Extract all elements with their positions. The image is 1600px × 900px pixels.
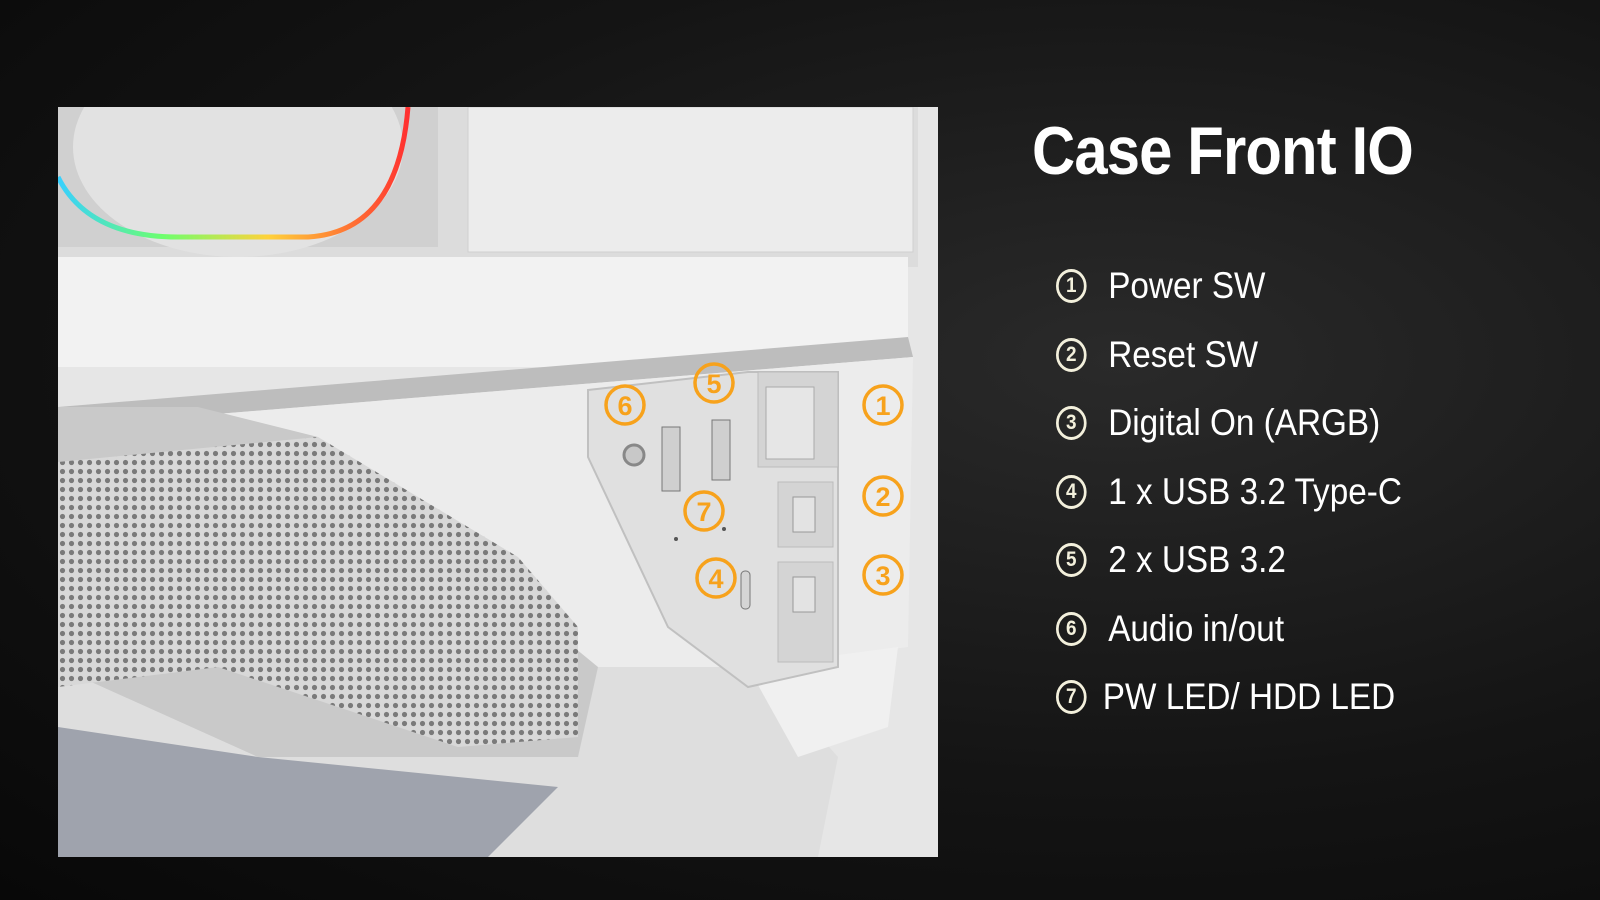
audio-jack [622, 443, 646, 467]
number-circle-icon: 6 [1056, 611, 1087, 646]
io-list: 1 Power SW 2 Reset SW 3 Digital On (ARGB) 4… [1056, 252, 1440, 732]
list-item: 1 Power SW [1056, 252, 1402, 321]
list-item: 5 2 x USB 3.2 [1056, 526, 1402, 595]
number-circle-icon: 2 [1056, 337, 1087, 372]
item-label: Power SW [1108, 265, 1266, 307]
svg-text:2: 2 [875, 482, 890, 512]
svg-text:4: 4 [708, 564, 723, 594]
marker-3: 3 [862, 554, 904, 596]
number-circle-icon: 7 [1056, 680, 1087, 715]
list-item: 4 1 x USB 3.2 Type-C [1056, 458, 1402, 527]
svg-text:7: 7 [696, 497, 711, 527]
marker-2: 2 [862, 475, 904, 517]
svg-text:6: 6 [617, 391, 632, 421]
list-item: 7 PW LED/ HDD LED [1056, 663, 1402, 732]
page-title: Case Front IO [1032, 113, 1414, 189]
svg-text:5: 5 [706, 369, 721, 399]
case-front-io-photo: 1 2 3 4 5 6 7 [58, 107, 938, 857]
power-button [765, 386, 815, 460]
marker-6: 6 [604, 384, 646, 426]
number-circle-icon: 3 [1056, 406, 1087, 441]
item-label: 2 x USB 3.2 [1108, 539, 1286, 581]
svg-text:3: 3 [875, 561, 890, 591]
item-label: Digital On (ARGB) [1108, 402, 1381, 444]
item-label: Reset SW [1108, 333, 1259, 375]
marker-5: 5 [693, 362, 735, 404]
usb-port [661, 426, 681, 492]
reset-button [792, 496, 816, 533]
argb-button [792, 576, 816, 613]
usb-c-port [740, 570, 751, 610]
list-item: 3 Digital On (ARGB) [1056, 389, 1402, 458]
marker-7: 7 [683, 490, 725, 532]
usb-port [711, 419, 731, 481]
item-label: Audio in/out [1108, 607, 1285, 649]
item-label: PW LED/ HDD LED [1102, 676, 1396, 718]
marker-1: 1 [862, 384, 904, 426]
list-item: 6 Audio in/out [1056, 595, 1402, 664]
argb-fan [58, 107, 438, 257]
item-label: 1 x USB 3.2 Type-C [1108, 470, 1402, 512]
number-circle-icon: 5 [1056, 543, 1087, 578]
svg-text:1: 1 [875, 391, 890, 421]
list-item: 2 Reset SW [1056, 321, 1402, 390]
marker-4: 4 [695, 557, 737, 599]
number-circle-icon: 1 [1056, 269, 1087, 304]
number-circle-icon: 4 [1056, 474, 1087, 509]
